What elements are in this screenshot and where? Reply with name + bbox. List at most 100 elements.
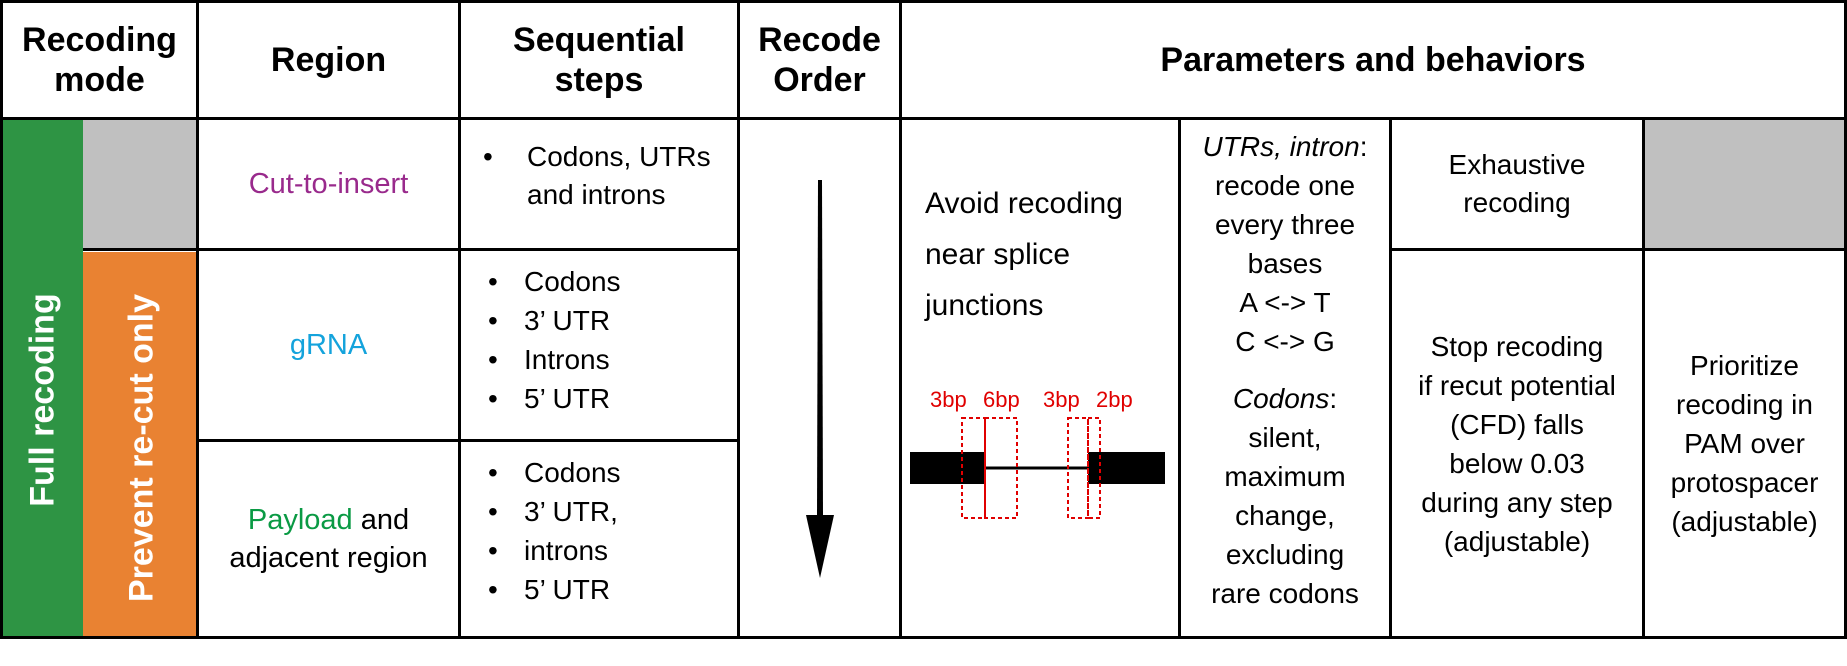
utr-codons-text: UTRs, intron: recode one every three bas… <box>1181 127 1389 613</box>
border-bottom <box>0 636 1847 639</box>
splice-text: Avoid recoding near splice junctions <box>925 178 1175 331</box>
utr-heading-colon: : <box>1359 131 1368 162</box>
stop-line: during any step <box>1421 486 1613 518</box>
codons-line: maximum <box>1224 461 1346 492</box>
steps-row3-item: 5’ UTR <box>480 570 730 609</box>
region-grna: gRNA <box>199 251 458 439</box>
splice-line: junctions <box>925 289 1044 322</box>
prevent-recut-bar <box>83 252 198 638</box>
steps-row3-item: 3’ UTR, <box>480 492 730 531</box>
stop-recoding: Stop recoding if recut potential (CFD) f… <box>1392 251 1642 636</box>
row-divider-1 <box>83 248 738 251</box>
utr-heading-italic: UTRs, intron <box>1202 131 1360 162</box>
prioritize-line: recoding in <box>1676 389 1813 420</box>
header-parameters: Parameters and behaviors <box>902 3 1844 117</box>
row-divider-right <box>1390 248 1847 251</box>
codons-line: silent, <box>1248 422 1322 453</box>
border-right <box>1844 0 1847 639</box>
region-grna-text: gRNA <box>289 329 368 361</box>
stop-line: below 0.03 <box>1449 447 1585 479</box>
stop-line: (adjustable) <box>1443 525 1591 557</box>
region-cut-to-insert: Cut-to-insert <box>199 120 458 248</box>
steps-row1-item-cont: and introns <box>527 179 666 210</box>
region-payload-line2: adjacent region <box>229 542 428 574</box>
border-left <box>0 0 3 639</box>
col-divider-steps <box>737 0 740 639</box>
utr-heading: UTRs, intron: <box>1181 127 1389 166</box>
region-cut-to-insert-text: Cut-to-insert <box>248 168 409 200</box>
header-order-text: Recode Order <box>758 21 881 99</box>
codons-line: change, <box>1235 500 1335 531</box>
steps-row1: Codons, UTRs and introns <box>461 138 737 238</box>
codons-line: excluding <box>1225 539 1345 570</box>
splice-line: Avoid recoding <box>925 187 1123 220</box>
header-recoding-mode-text: Recoding mode <box>22 21 177 99</box>
utr-line: recode one <box>1214 170 1356 201</box>
border-top <box>0 0 1847 3</box>
exhaustive-line: Exhaustive <box>1448 149 1586 180</box>
stop-line: Stop recoding <box>1430 330 1604 362</box>
header-region: Region <box>199 3 458 117</box>
prioritize-line: PAM over <box>1684 428 1805 459</box>
steps-row2-item: Codons <box>480 262 730 301</box>
stop-line: (CFD) falls <box>1450 408 1584 440</box>
prioritize-line: protospacer <box>1670 467 1819 498</box>
steps-row2: Codons 3’ UTR Introns 5’ UTR <box>480 262 730 418</box>
region-payload: Payload and adjacent region <box>199 442 458 636</box>
col-divider-order <box>899 0 902 639</box>
row-divider-2 <box>198 439 738 442</box>
header-steps-text: Sequential steps <box>513 21 685 99</box>
header-recode-order: Recode Order <box>740 3 899 117</box>
col-divider-region <box>458 0 461 639</box>
splice-window-3 <box>1067 417 1089 519</box>
utr-line: every three <box>1214 209 1356 240</box>
prioritize-pam: Prioritize recoding in PAM over protospa… <box>1645 251 1844 636</box>
col-divider-splice <box>1178 118 1181 639</box>
steps-row2-item: Introns <box>480 340 730 379</box>
utr-line: bases <box>1247 248 1323 279</box>
col-divider-stop <box>1642 118 1645 639</box>
splice-label-2bp: 2bp <box>1096 387 1133 412</box>
stop-line: if recut potential <box>1418 369 1616 401</box>
steps-row3-item: introns <box>480 531 730 570</box>
splice-label-3bp-a: 3bp <box>930 387 967 412</box>
splice-junction-diagram: 3bp 6bp 3bp 2bp <box>910 387 1165 519</box>
exhaustive-line: recoding <box>1463 187 1571 218</box>
utr-spacer <box>1181 361 1389 379</box>
gray-block-right <box>1644 120 1847 250</box>
header-recoding-mode: Recoding mode <box>3 3 196 117</box>
region-payload-line1: Payload and <box>248 501 409 539</box>
header-region-text: Region <box>270 41 387 79</box>
splice-label-3bp-b: 3bp <box>1043 387 1080 412</box>
gray-block-left <box>83 120 198 250</box>
steps-row1-item: Codons, UTRs <box>461 138 737 176</box>
col-divider-mode <box>196 0 199 639</box>
col-divider-utr <box>1389 118 1392 639</box>
prioritize-line: (adjustable) <box>1671 506 1818 537</box>
codons-heading-italic: Codons <box>1232 383 1330 414</box>
splice-label-6bp: 6bp <box>983 387 1020 412</box>
exhaustive-recoding: Exhaustive recoding <box>1392 120 1642 248</box>
prioritize-line: Prioritize <box>1690 350 1799 381</box>
codons-line: rare codons <box>1211 578 1359 609</box>
codons-heading: Codons: <box>1181 379 1389 418</box>
splice-window-2 <box>984 417 1018 519</box>
recode-order-arrow <box>806 180 834 578</box>
payload-and: and <box>360 504 410 536</box>
splice-line: near splice <box>925 238 1071 271</box>
header-sequential-steps: Sequential steps <box>461 3 737 117</box>
full-recoding-label: Full recoding <box>23 293 62 507</box>
steps-row3-item: Codons <box>480 453 730 492</box>
full-recoding-bar <box>3 120 83 638</box>
steps-row3: Codons 3’ UTR, introns 5’ UTR <box>480 453 730 609</box>
exon-left <box>910 452 985 484</box>
utr-line: A <-> T <box>1239 287 1331 318</box>
utr-line: C <-> G <box>1235 326 1335 357</box>
steps-row2-item: 5’ UTR <box>480 379 730 418</box>
header-divider <box>0 117 1847 120</box>
payload-word: Payload <box>247 504 353 536</box>
header-parameters-text: Parameters and behaviors <box>1160 41 1586 79</box>
codons-heading-colon: : <box>1329 383 1338 414</box>
prevent-recut-label: Prevent re-cut only <box>122 294 161 602</box>
steps-row2-item: 3’ UTR <box>480 301 730 340</box>
